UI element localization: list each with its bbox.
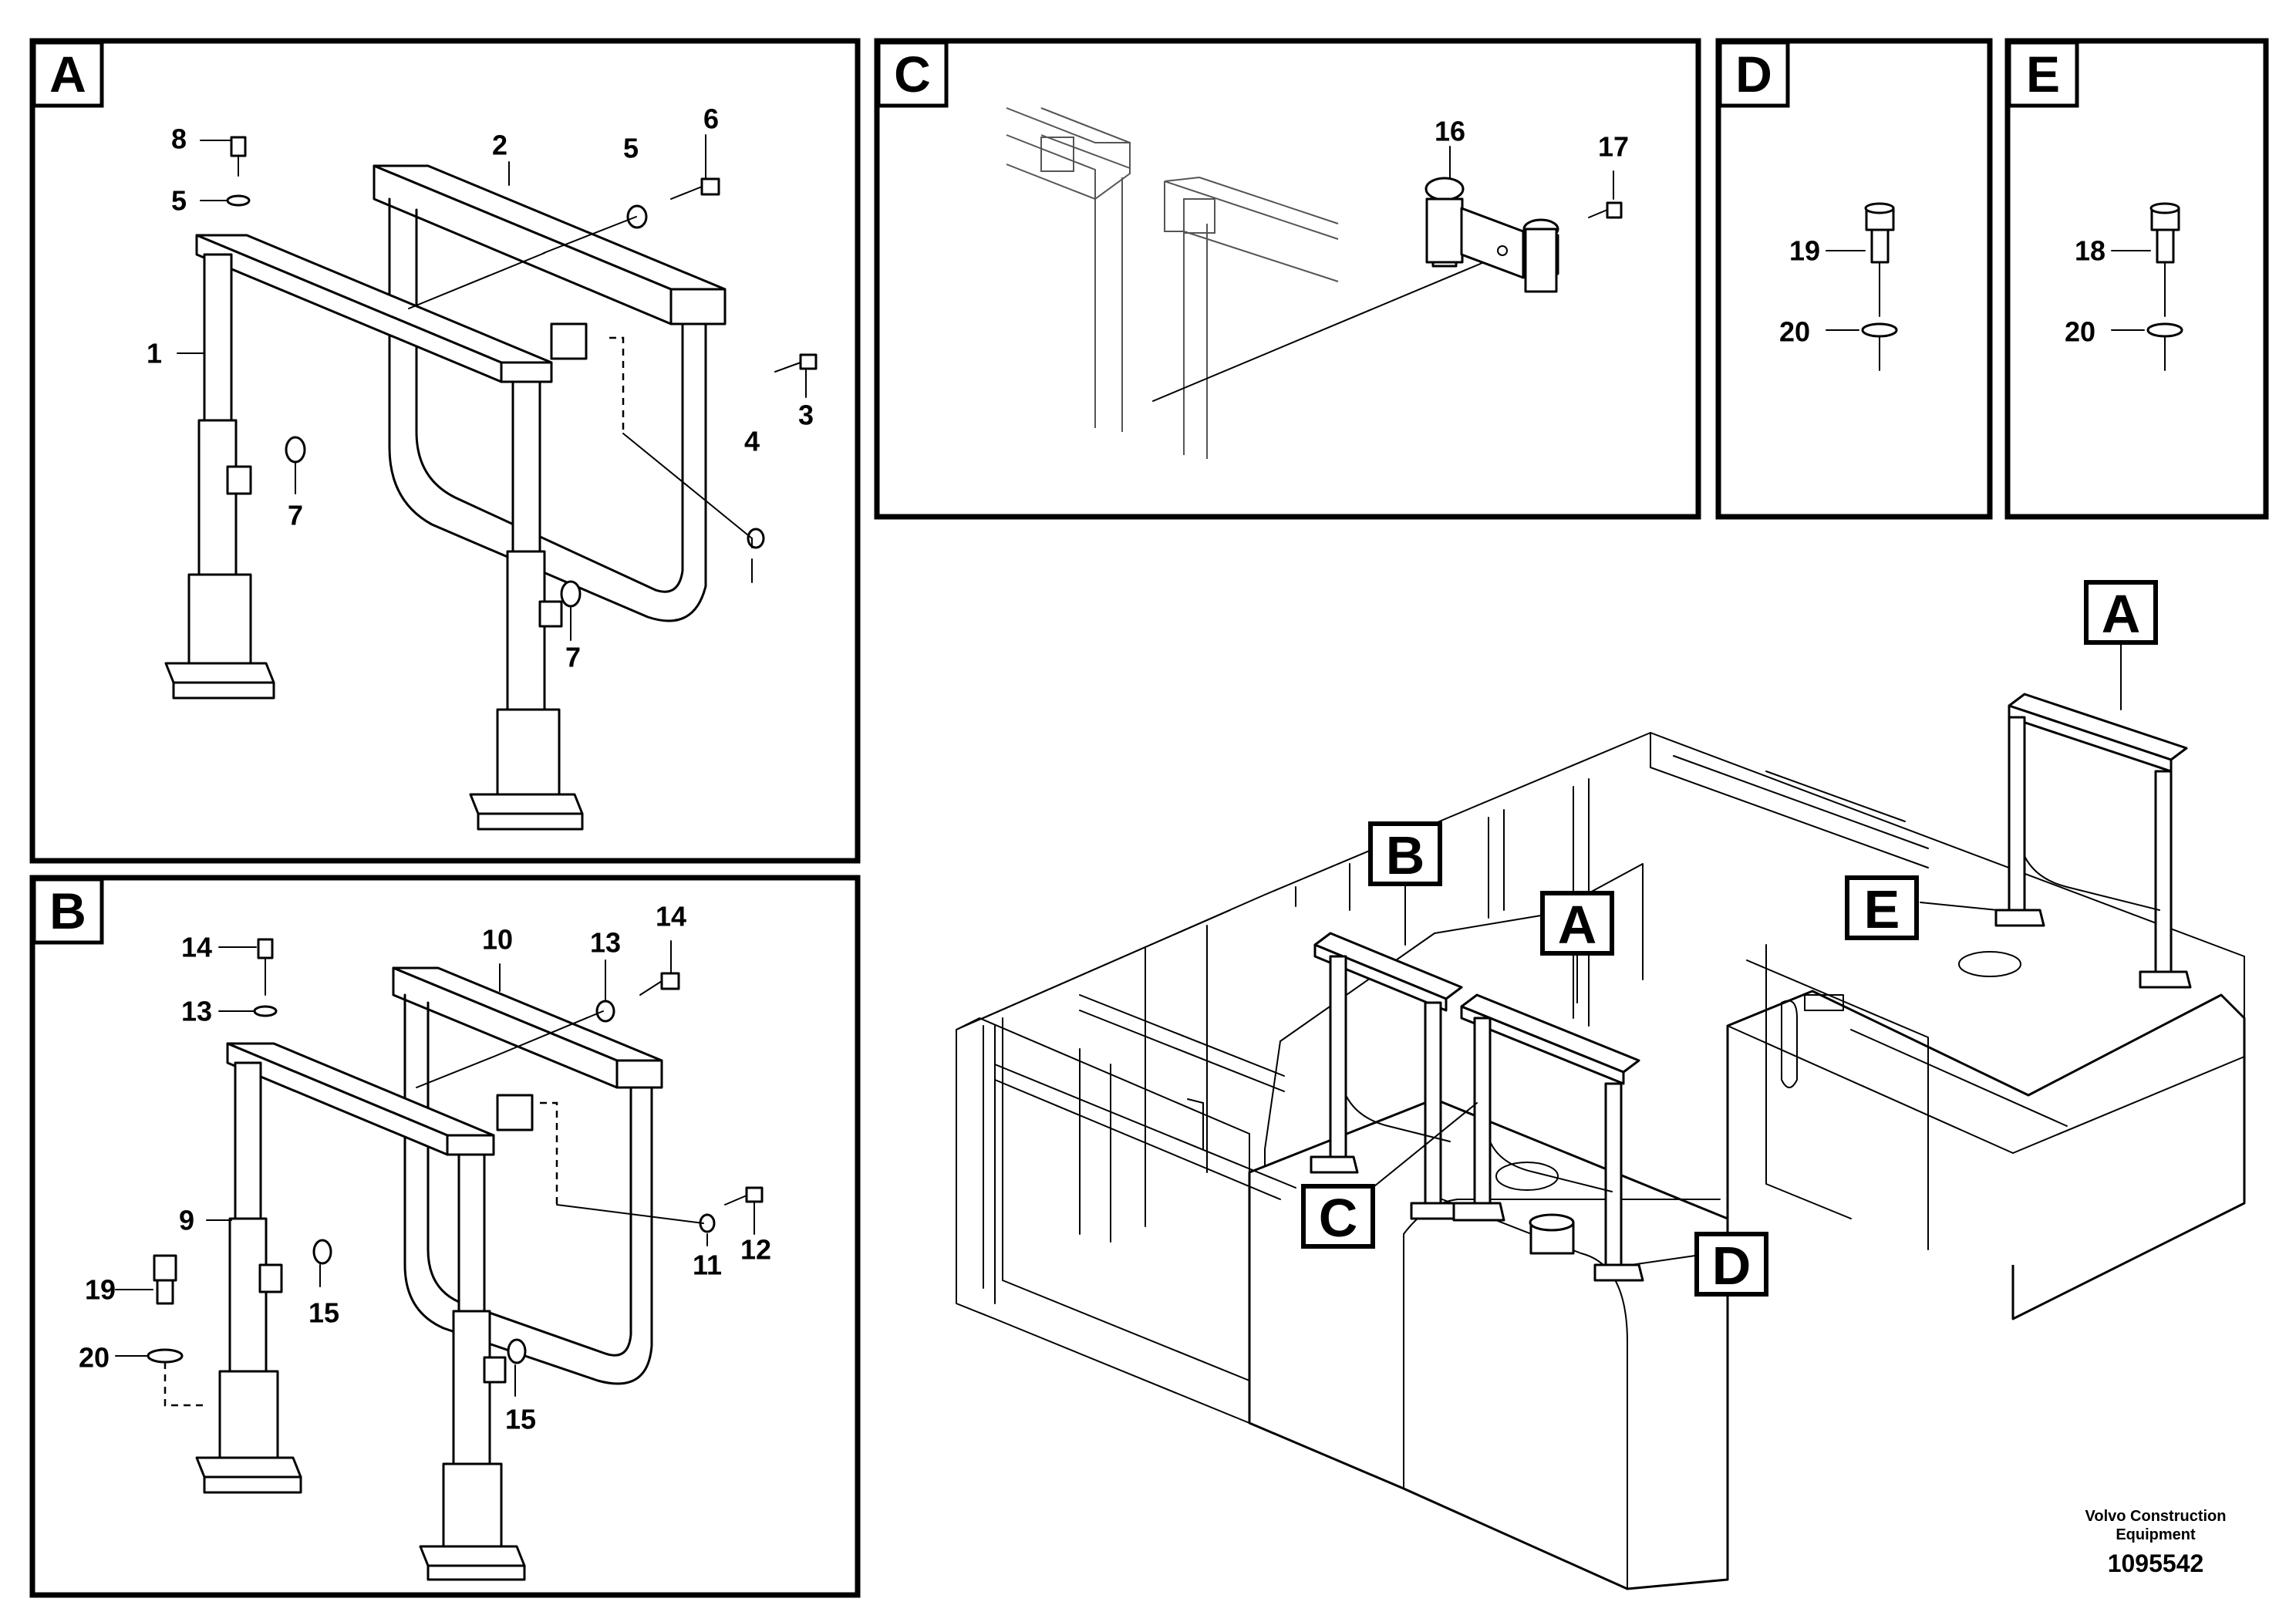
part-number: 11 xyxy=(693,1249,722,1281)
panel-a-label: A xyxy=(49,46,86,103)
part-number: 5 xyxy=(171,185,187,217)
part-number: 8 xyxy=(171,123,187,155)
callout-c: C xyxy=(1319,1188,1358,1248)
panel-d: D 19 20 xyxy=(1715,38,1993,520)
drawing-number: 1095542 xyxy=(2108,1549,2204,1577)
panel-a: A xyxy=(29,38,861,864)
callout-d: D xyxy=(1712,1236,1752,1296)
machine-overview: A B A C D E xyxy=(956,580,2246,1590)
part-number: 12 xyxy=(740,1234,771,1266)
panel-d-label: D xyxy=(1735,46,1772,103)
callout-a-right: A xyxy=(2102,584,2141,644)
part-number: 1 xyxy=(147,338,162,369)
callout-b: B xyxy=(1386,825,1425,885)
panel-c-label: C xyxy=(894,46,931,103)
panel-b-label: B xyxy=(49,882,86,939)
part-number: 15 xyxy=(505,1404,536,1435)
part-number: 4 xyxy=(744,426,760,457)
title-block: Volvo Construction Equipment 1095542 xyxy=(2085,1508,2227,1577)
part-number: 13 xyxy=(590,927,621,959)
part-number: 14 xyxy=(656,901,686,932)
part-number: 15 xyxy=(308,1297,339,1329)
part-number: 14 xyxy=(181,932,212,963)
brand-name-line2: Equipment xyxy=(2116,1526,2196,1543)
part-number: 18 xyxy=(2075,235,2106,267)
callout-a-middle: A xyxy=(1558,895,1597,955)
part-number: 2 xyxy=(492,130,507,161)
part-number: 17 xyxy=(1598,131,1629,163)
part-number: 5 xyxy=(623,133,639,164)
part-number: 9 xyxy=(179,1205,194,1236)
part-number: 10 xyxy=(482,924,513,956)
part-number: 19 xyxy=(85,1274,116,1306)
part-number: 16 xyxy=(1435,116,1465,147)
part-number: 3 xyxy=(798,400,814,431)
brand-name: Volvo Construction xyxy=(2085,1508,2227,1525)
part-number: 13 xyxy=(181,996,212,1027)
part-number: 20 xyxy=(2065,316,2095,348)
part-number: 7 xyxy=(288,500,303,531)
part-number: 6 xyxy=(703,103,719,135)
part-number: 7 xyxy=(565,642,581,673)
callout-e: E xyxy=(1864,879,1900,939)
part-number: 20 xyxy=(1779,316,1810,348)
panel-e-label: E xyxy=(2026,46,2060,103)
panel-c: C 16 17 xyxy=(874,38,1701,520)
panel-e: E 18 20 xyxy=(2004,38,2269,520)
panel-b: B xyxy=(29,875,861,1598)
part-number: 19 xyxy=(1789,235,1820,267)
part-number: 20 xyxy=(79,1342,110,1374)
